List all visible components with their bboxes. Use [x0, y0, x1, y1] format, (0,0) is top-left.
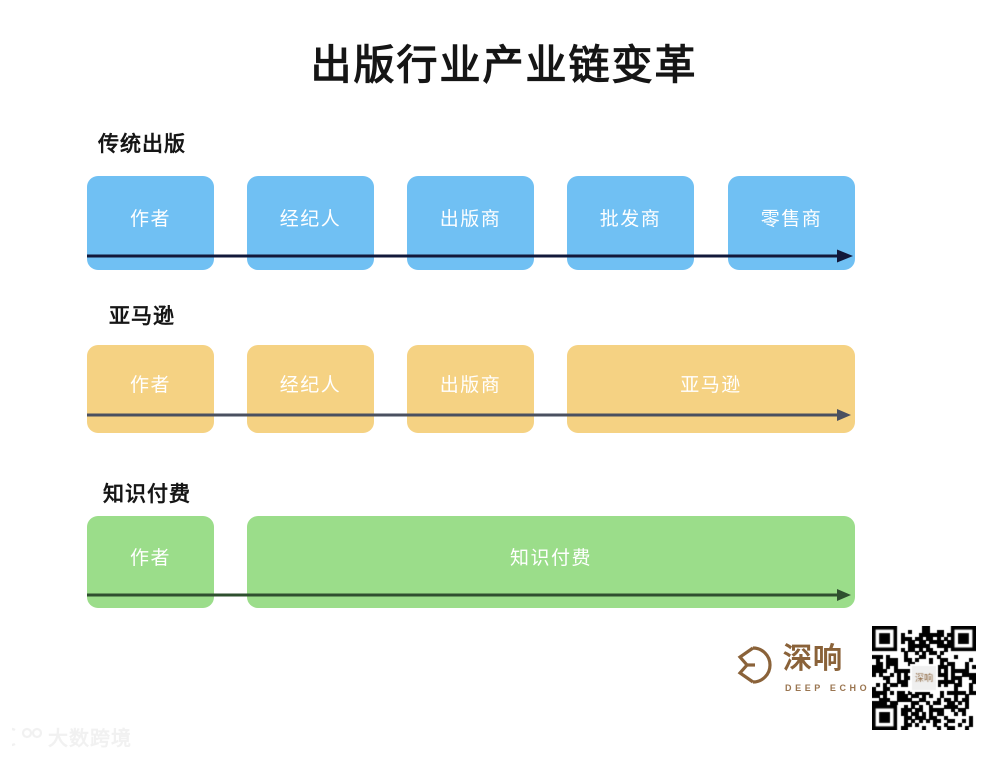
- chain-node-label: 作者: [129, 547, 171, 569]
- chain-node-label: 经纪人: [279, 374, 342, 396]
- chain-node-label: 知识付费: [509, 547, 592, 569]
- chain-row-amazon: 作者 经纪人 出版商 亚马逊: [87, 345, 855, 433]
- chain-node[interactable]: 出版商: [407, 345, 534, 433]
- brand-name-cn: 深响: [783, 643, 844, 675]
- chain-node[interactable]: 作者: [87, 345, 214, 433]
- chain-row-traditional: 作者 经纪人 出版商 批发商 零售商: [87, 176, 855, 270]
- chain-node[interactable]: 批发商: [567, 176, 694, 270]
- page-title: 出版行业产业链变革: [310, 42, 698, 88]
- section-label-knowledge: 知识付费: [103, 483, 191, 506]
- chain-row-knowledge: 作者 知识付费: [87, 516, 855, 608]
- chain-node[interactable]: 出版商: [407, 176, 534, 270]
- watermark: 大数跨境: [2, 722, 132, 751]
- chain-node[interactable]: 作者: [87, 176, 214, 270]
- chain-node-label: 作者: [129, 208, 171, 230]
- chain-node[interactable]: 经纪人: [247, 345, 374, 433]
- chain-node-label: 零售商: [760, 208, 823, 230]
- chain-node[interactable]: 作者: [87, 516, 214, 608]
- section-label-traditional: 传统出版: [98, 133, 186, 156]
- chain-node-label: 出版商: [439, 208, 502, 230]
- chain-node-label: 亚马逊: [680, 374, 742, 396]
- chain-node[interactable]: 零售商: [728, 176, 855, 270]
- brand-name-en: DEEP ECHO: [785, 683, 871, 693]
- chain-node-label: 批发商: [599, 208, 662, 230]
- chain-node-label: 经纪人: [279, 208, 342, 230]
- chain-node[interactable]: 经纪人: [247, 176, 374, 270]
- dashu-kuajing-logo-icon: [2, 726, 43, 748]
- chain-node-label: 作者: [129, 374, 171, 396]
- chain-node-label: 出版商: [439, 374, 502, 396]
- deep-echo-logo-icon: [733, 645, 773, 685]
- brand-logo: 深响 DEEP ECHO: [733, 643, 867, 705]
- chain-node[interactable]: 知识付费: [247, 516, 855, 608]
- chain-node[interactable]: 亚马逊: [567, 345, 855, 433]
- watermark-text: 大数跨境: [48, 728, 132, 750]
- section-label-amazon: 亚马逊: [109, 305, 175, 328]
- qr-code-icon[interactable]: [872, 626, 976, 730]
